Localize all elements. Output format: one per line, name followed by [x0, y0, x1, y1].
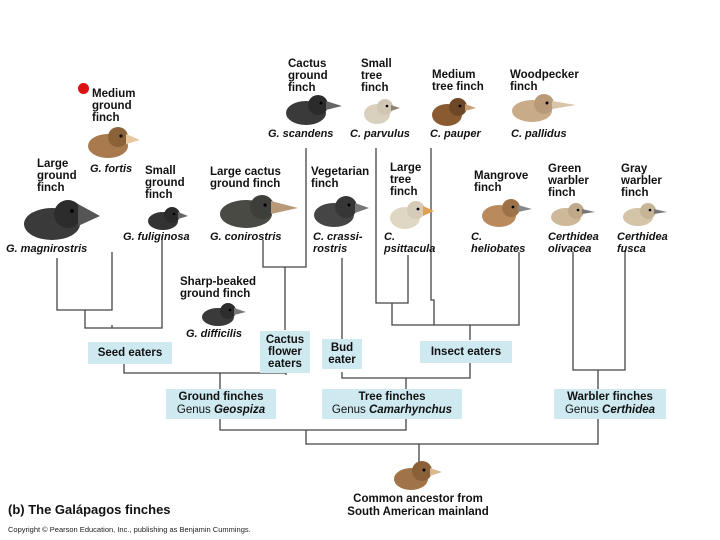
species-c-crassirostris: C. crassi- rostris — [313, 231, 363, 255]
bird-icon — [22, 196, 102, 242]
species-g-fortis: G. fortis — [90, 163, 132, 175]
label-medium-tree-finch: Medium tree finch — [432, 69, 484, 93]
species-g-magnirostris: G. magnirostris — [6, 243, 87, 255]
diet-seed-eaters: Seed eaters — [88, 342, 172, 364]
label-small-ground-finch: Small ground finch — [145, 165, 185, 201]
species-g-scandens: G. scandens — [268, 128, 333, 140]
species-certhidea-olivacea: Certhidea olivacea — [548, 231, 599, 255]
group-name: Ground finches — [179, 391, 264, 404]
bird-icon — [312, 193, 372, 229]
bird-icon — [392, 458, 444, 492]
species-g-difficilis: G. difficilis — [186, 328, 242, 340]
species-c-pauper: C. pauper — [430, 128, 481, 140]
genus-prefix: Genus — [177, 404, 214, 416]
common-ancestor-label: Common ancestor from South American main… — [330, 493, 506, 519]
bird-icon — [86, 124, 142, 160]
label-large-tree-finch: Large tree finch — [390, 162, 421, 198]
genus-name: Camarhynchus — [369, 404, 452, 416]
bird-icon — [549, 200, 597, 228]
diet-insect-eaters: Insect eaters — [420, 341, 512, 363]
label-mangrove-finch: Mangrove finch — [474, 170, 528, 194]
group-name: Tree finches — [358, 391, 425, 404]
diet-bud-eater: Bud eater — [322, 339, 362, 369]
bird-icon — [218, 192, 300, 230]
bird-icon — [284, 92, 344, 126]
genus-name: Geospiza — [214, 404, 265, 416]
genus-prefix: Genus — [565, 404, 602, 416]
group-warbler-finches: Warbler finches Genus Certhidea — [554, 389, 666, 419]
label-medium-ground-finch: Medium ground finch — [92, 88, 135, 124]
group-name: Warbler finches — [567, 391, 653, 404]
label-gray-warbler-finch: Gray warbler finch — [621, 163, 662, 199]
species-g-fuliginosa: G. fuliginosa — [123, 231, 190, 243]
group-tree-finches: Tree finches Genus Camarhynchus — [322, 389, 462, 419]
label-sharp-beaked-ground-finch: Sharp-beaked ground finch — [180, 276, 256, 300]
label-green-warbler-finch: Green warbler finch — [548, 163, 589, 199]
species-c-heliobates: C. heliobates — [471, 231, 525, 255]
species-c-parvulus: C. parvulus — [350, 128, 410, 140]
label-woodpecker-finch: Woodpecker finch — [510, 69, 579, 93]
diet-cactus-flower-eaters: Cactus flower eaters — [260, 331, 310, 373]
bird-icon — [200, 301, 248, 327]
label-vegetarian-finch: Vegetarian finch — [311, 166, 369, 190]
bird-icon — [388, 198, 436, 230]
genus-line: Genus Geospiza — [177, 404, 265, 417]
copyright-notice: Copyright © Pearson Education, Inc., pub… — [8, 525, 251, 534]
bird-icon — [146, 205, 190, 231]
genus-line: Genus Camarhynchus — [332, 404, 452, 417]
bird-icon — [480, 196, 534, 228]
genus-name: Certhidea — [602, 404, 655, 416]
bird-icon — [430, 95, 478, 127]
label-small-tree-finch: Small tree finch — [361, 58, 392, 94]
species-certhidea-fusca: Certhidea fusca — [617, 231, 668, 255]
species-c-psittacula: C. psittacula — [384, 231, 435, 255]
species-g-conirostris: G. conirostris — [210, 231, 282, 243]
genus-prefix: Genus — [332, 404, 369, 416]
bird-icon — [510, 92, 578, 124]
figure-label: (b) The Galápagos finches — [8, 502, 171, 517]
label-large-ground-finch: Large ground finch — [37, 158, 77, 194]
species-c-pallidus: C. pallidus — [511, 128, 567, 140]
label-cactus-ground-finch: Cactus ground finch — [288, 58, 328, 94]
group-ground-finches: Ground finches Genus Geospiza — [166, 389, 276, 419]
bird-icon — [362, 96, 402, 126]
genus-line: Genus Certhidea — [565, 404, 655, 417]
highlight-marker — [78, 83, 89, 94]
bird-icon — [621, 200, 669, 228]
label-large-cactus-ground-finch: Large cactus ground finch — [210, 166, 281, 190]
